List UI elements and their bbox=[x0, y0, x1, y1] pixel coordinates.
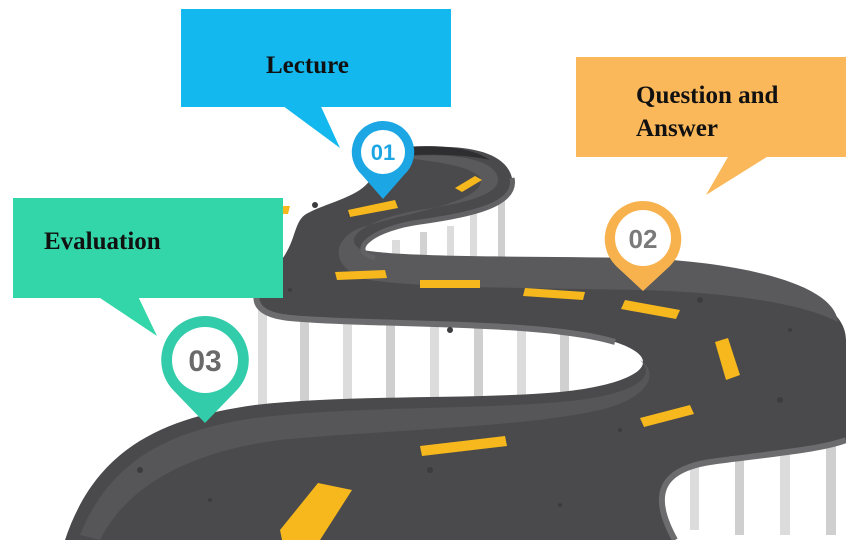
milestone-pin-01: 01 bbox=[351, 120, 415, 199]
lane-dash bbox=[348, 200, 398, 217]
callout-box bbox=[576, 57, 846, 157]
lane-dash bbox=[420, 436, 507, 456]
support-pillar bbox=[258, 300, 267, 405]
support-pillar bbox=[517, 305, 526, 400]
lane-dash bbox=[280, 483, 352, 540]
callout-tail bbox=[275, 100, 340, 148]
callout-label-question-line-2: Answer bbox=[636, 115, 718, 142]
callout-lecture bbox=[181, 9, 451, 148]
support-pillar bbox=[498, 200, 505, 295]
lane-dash bbox=[420, 280, 480, 288]
road-edge bbox=[253, 267, 616, 345]
callout-box bbox=[13, 198, 283, 298]
milestone-pin-03: 03 bbox=[161, 316, 249, 423]
support-pillar bbox=[470, 205, 477, 295]
support-pillar bbox=[430, 300, 439, 400]
callout-label-evaluation: Evaluation bbox=[44, 228, 161, 255]
callout-tail bbox=[706, 150, 778, 195]
milestone-pin-02: 02 bbox=[604, 200, 682, 291]
support-pillar bbox=[474, 302, 483, 400]
lane-dash bbox=[621, 300, 680, 319]
lane-dash bbox=[715, 338, 740, 380]
callout-label-question-line-1: Question and bbox=[636, 82, 779, 109]
support-pillar bbox=[300, 300, 309, 405]
lane-markings bbox=[260, 176, 740, 540]
support-pillar bbox=[780, 435, 790, 535]
pin-face bbox=[615, 210, 671, 266]
lane-dash bbox=[523, 288, 585, 300]
callout-tail bbox=[88, 290, 157, 336]
support-pillar bbox=[560, 312, 569, 400]
road-edge bbox=[658, 437, 846, 540]
support-pillar bbox=[826, 425, 836, 535]
pin-face bbox=[361, 130, 405, 174]
pin-number-03: 03 bbox=[188, 345, 221, 378]
road-top-band bbox=[80, 360, 650, 540]
pin-number-02: 02 bbox=[629, 224, 658, 254]
lane-dash bbox=[455, 176, 482, 192]
callout-box bbox=[181, 9, 451, 107]
support-pillar bbox=[735, 440, 744, 535]
support-pillar bbox=[690, 440, 699, 530]
support-pillar bbox=[386, 300, 395, 400]
lane-dash bbox=[640, 405, 694, 427]
lane-dash bbox=[335, 270, 387, 280]
road-start-shadow bbox=[395, 146, 490, 160]
pin-face bbox=[172, 327, 238, 393]
callout-label-lecture: Lecture bbox=[266, 52, 349, 79]
winding-road bbox=[65, 146, 846, 540]
support-pillar bbox=[343, 300, 352, 400]
callout-evaluation bbox=[13, 198, 283, 336]
road-edge bbox=[360, 177, 515, 261]
pin-number-01: 01 bbox=[371, 140, 395, 165]
callout-question-answer bbox=[576, 57, 846, 195]
